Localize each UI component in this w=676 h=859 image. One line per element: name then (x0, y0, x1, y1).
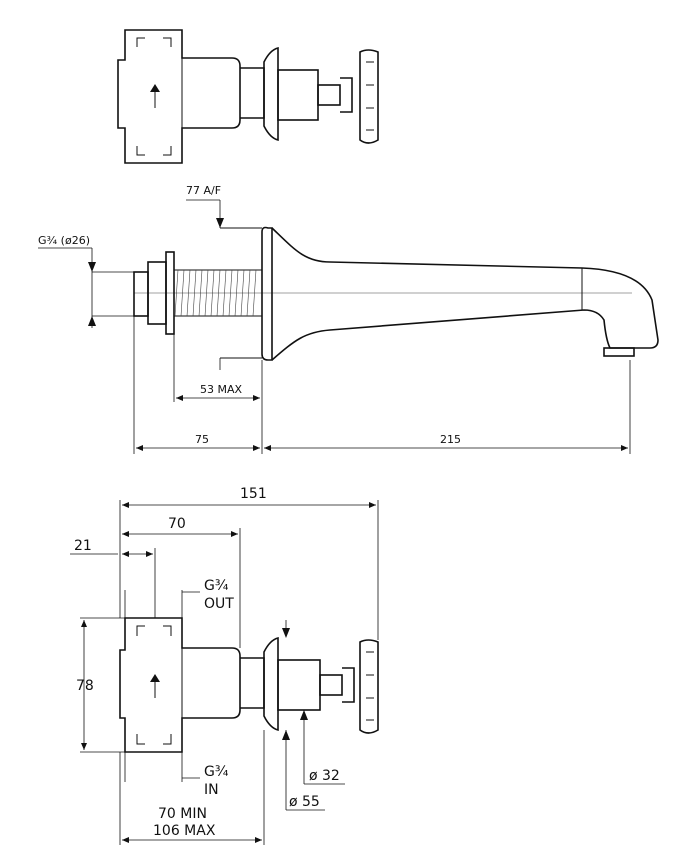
dim-thread-diameter: G¾ (ø26) (38, 234, 134, 328)
dim-77-af: 77 A/F (186, 184, 224, 370)
side-spout-view: 77 A/F G¾ (ø26) 53 MAX 75 215 (38, 184, 659, 454)
dim-70: 70 (122, 516, 241, 648)
dim-55-label: ø 55 (289, 794, 320, 810)
thread-lines (174, 269, 257, 317)
in-label: IN (204, 782, 219, 798)
dim-215-label: 215 (440, 433, 461, 446)
dim-75-215: 75 215 (133, 316, 631, 454)
dim-77-af-label: 77 A/F (186, 184, 221, 197)
top-escutcheon (240, 46, 353, 142)
dim-151-label: 151 (240, 486, 267, 502)
spout-body (220, 226, 659, 361)
dim-21-label: 21 (74, 538, 92, 554)
threaded-connector (133, 251, 263, 335)
min-70-label: 70 MIN (158, 806, 207, 822)
top-handle-wheel (359, 49, 379, 144)
flow-arrow-icon (150, 84, 160, 108)
dim-thread-label: G¾ (ø26) (38, 234, 90, 247)
in-g-label: G¾ (204, 764, 229, 780)
top-valve-view (117, 29, 379, 164)
front-valve-body (119, 617, 241, 753)
front-escutcheon (240, 636, 355, 732)
front-flow-arrow-icon (150, 674, 160, 698)
dim-78-label: 78 (76, 678, 94, 694)
dim-70-label: 70 (168, 516, 186, 532)
max-106-label: 106 MAX (153, 823, 216, 839)
dim-21: 21 (70, 538, 156, 618)
dim-151: 151 (119, 486, 379, 640)
front-valve-view: 151 70 21 G¾ OUT G¾ IN (70, 486, 379, 845)
dim-75-label: 75 (195, 433, 209, 446)
dim-out-port: G¾ OUT (124, 578, 234, 618)
dim-53-max-label: 53 MAX (200, 383, 243, 396)
dim-53-max: 53 MAX (173, 334, 263, 402)
dim-in-port: G¾ IN (124, 752, 229, 798)
top-valve-body (117, 29, 241, 164)
out-g-label: G¾ (204, 578, 229, 594)
out-label: OUT (204, 596, 234, 612)
dim-32-label: ø 32 (309, 768, 340, 784)
dim-min-max: 70 MIN 106 MAX (119, 730, 265, 845)
dim-dia-32: ø 32 (282, 620, 345, 785)
dim-dia-55: ø 55 (282, 730, 325, 811)
dim-78: 78 (76, 617, 125, 753)
front-handle-wheel (359, 639, 379, 734)
